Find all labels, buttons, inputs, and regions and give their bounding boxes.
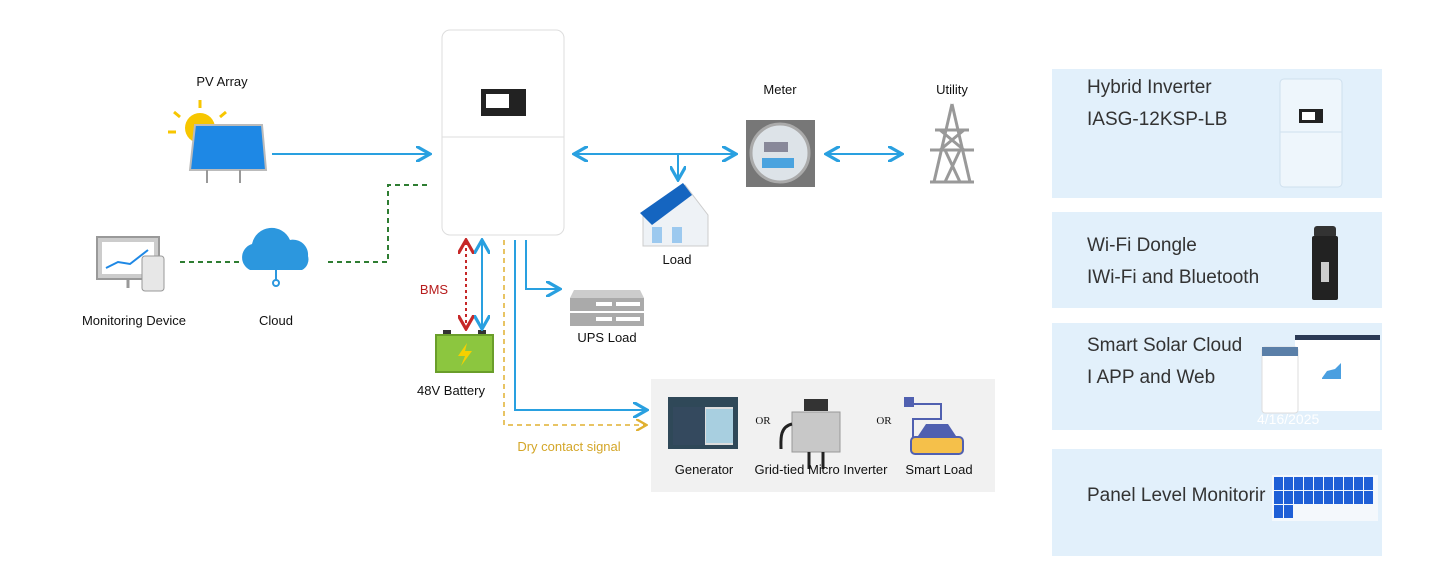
card-title: Wi-Fi Dongle — [1087, 235, 1197, 256]
card-title: Hybrid Inverter — [1087, 77, 1212, 98]
or-label: OR — [876, 415, 892, 427]
dry-contact-line — [503, 240, 645, 425]
ups-line — [525, 240, 558, 289]
meter-label: Meter — [763, 82, 797, 97]
battery-label: 48V Battery — [417, 383, 485, 398]
load-label: Load — [662, 252, 692, 267]
utility-tower-icon — [930, 103, 974, 184]
meter-icon — [746, 120, 815, 187]
utility-label: Utility — [936, 82, 968, 97]
wifi-dongle-icon — [1312, 226, 1338, 300]
generator-label: Generator — [674, 462, 734, 477]
watermark-date: 4/16/2025 — [1257, 411, 1320, 427]
card-hybrid-inverter: Hybrid Inverter IASG-12KSP-LB — [1052, 69, 1382, 198]
micro-inverter-icon — [779, 399, 841, 469]
generator-line — [514, 240, 645, 410]
monitoring-device-icon — [96, 236, 165, 292]
battery-icon — [435, 330, 494, 373]
house-icon — [640, 183, 709, 247]
hybrid-inverter-icon — [441, 29, 565, 236]
card-title: Panel Level Monitorir — [1087, 485, 1266, 506]
dry-contact-label: Dry contact signal — [517, 439, 621, 454]
monitoring-device-label: Monitoring Device — [81, 313, 187, 328]
pv-array-label: PV Array — [196, 74, 248, 89]
card-smart-solar-cloud: Smart Solar Cloud I APP and Web 4/16/202… — [1052, 323, 1382, 430]
micro-inverter-label: Grid-tied Micro Inverter — [754, 462, 888, 477]
card-subtitle: I APP and Web — [1087, 367, 1216, 388]
card-panel-level-monitoring: Panel Level Monitorir — [1052, 449, 1382, 556]
cloud-label: Cloud — [259, 313, 293, 328]
cloud-icon — [242, 227, 309, 287]
card-wifi-dongle: Wi-Fi Dongle IWi-Fi and Bluetooth — [1052, 212, 1382, 308]
inverter-thumbnail-icon — [1279, 78, 1343, 188]
solar-panel-icon — [168, 100, 268, 183]
ups-load-icon — [570, 290, 644, 326]
cloud-inverter-comm-line — [328, 184, 430, 263]
generator-icon — [668, 397, 738, 449]
card-subtitle: IASG-12KSP-LB — [1087, 109, 1228, 130]
smart-load-label: Smart Load — [905, 462, 973, 477]
ups-load-label: UPS Load — [577, 330, 637, 345]
card-title: Smart Solar Cloud — [1087, 335, 1243, 356]
bms-label: BMS — [419, 282, 449, 297]
or-label: OR — [755, 415, 771, 427]
app-screenshot-icon — [1261, 335, 1380, 414]
smart-load-car-icon — [904, 397, 964, 455]
card-subtitle: IWi-Fi and Bluetooth — [1087, 267, 1260, 288]
connection-lines — [180, 154, 900, 425]
alternative-sources-box: OR OR Generator Grid-tied Micro Inverter… — [651, 379, 995, 492]
panel-grid-icon — [1272, 475, 1378, 521]
